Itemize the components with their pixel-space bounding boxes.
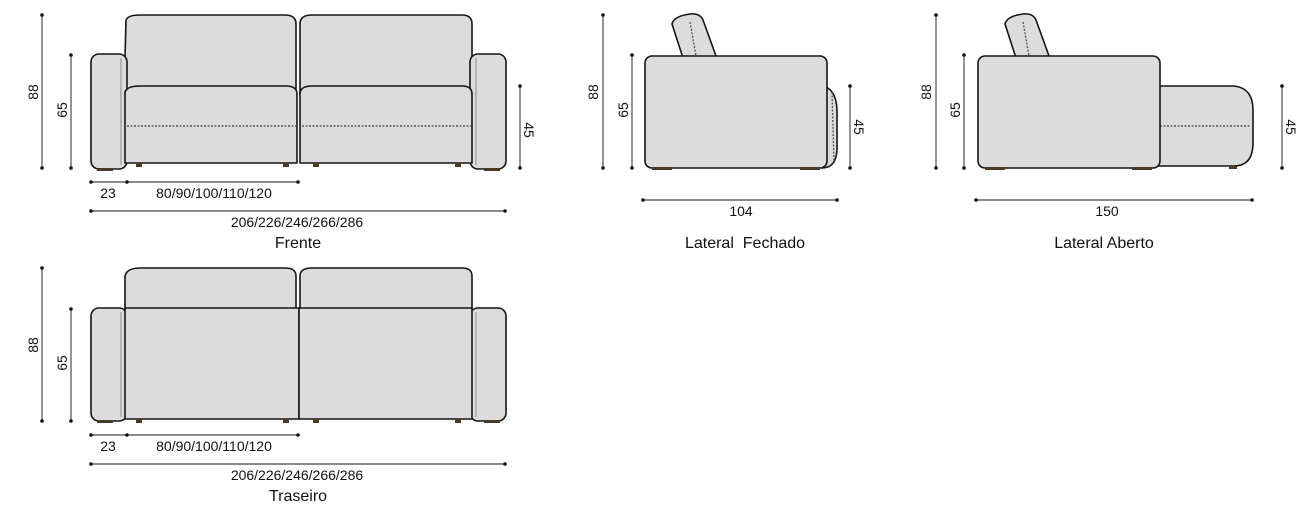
front-seat-width-label: 80/90/100/110/120	[156, 185, 272, 201]
back-arm-right	[469, 307, 507, 422]
back-foot	[97, 420, 113, 423]
side-closed-headrest	[671, 13, 717, 59]
front-seat-cushion-right	[299, 85, 473, 164]
back-foot	[455, 419, 461, 423]
front-height-seat-label: 45	[521, 122, 537, 138]
front-seat-cushion-left	[124, 85, 298, 164]
front-arm-right	[469, 53, 507, 170]
back-height-total-label: 88	[25, 337, 41, 353]
back-foot	[283, 419, 289, 423]
back-panel-right	[298, 307, 473, 420]
back-foot	[136, 419, 142, 423]
side-open-height-back-label: 65	[947, 102, 963, 118]
front-back-cushion-right	[299, 14, 473, 96]
back-panel-left	[124, 307, 300, 420]
side-closed-height-total-label: 88	[585, 84, 601, 100]
side-closed-depth-label: 104	[729, 203, 753, 219]
front-foot	[136, 163, 142, 167]
side-open-foot	[1132, 167, 1152, 170]
back-view: 88 65 23 80/90/100/110/120 206/226/246/2…	[25, 266, 507, 505]
side-open-headrest	[1004, 13, 1050, 59]
back-seat-width-label: 80/90/100/110/120	[156, 438, 272, 454]
side-open-caption: Lateral Aberto	[1054, 235, 1154, 252]
front-height-total-label: 88	[25, 84, 41, 100]
side-closed-body	[644, 55, 828, 169]
side-closed-foot	[800, 167, 820, 170]
side-open-height-total-label: 88	[918, 84, 934, 100]
back-total-width-label: 206/226/246/266/286	[231, 467, 364, 483]
front-foot	[283, 163, 289, 167]
front-foot	[313, 163, 319, 167]
front-foot	[484, 168, 500, 171]
back-caption: Traseiro	[269, 488, 327, 505]
front-caption: Frente	[275, 235, 321, 252]
back-top-cushion-right	[299, 267, 473, 313]
side-closed-caption: Lateral Fechado	[685, 235, 805, 252]
front-back-cushion-left	[123, 14, 297, 96]
front-arm-left	[90, 53, 128, 170]
side-open-foot	[985, 167, 1005, 170]
side-open-height-seat-label: 45	[1283, 119, 1299, 135]
back-height-back-label: 65	[54, 355, 70, 371]
back-arm-width-label: 23	[100, 438, 116, 454]
front-foot	[97, 168, 113, 171]
front-arm-width-label: 23	[100, 185, 116, 201]
side-closed-height-seat-label: 45	[851, 119, 867, 135]
side-open-view: 88 65 45 150 Lateral Aberto	[918, 13, 1299, 252]
side-closed-view: 88 65 45 104 Lateral Fechado	[585, 13, 867, 252]
back-top-cushion-left	[124, 267, 297, 313]
front-view: 88 65 45 23 80/90/100/110/120 206/226/24…	[25, 13, 537, 252]
side-open-foot	[1229, 166, 1237, 169]
side-open-body	[977, 55, 1161, 169]
back-arm-left	[90, 307, 128, 422]
front-total-width-label: 206/226/246/266/286	[231, 214, 364, 230]
side-open-depth-label: 150	[1095, 203, 1119, 219]
back-foot	[484, 420, 500, 423]
side-closed-height-back-label: 65	[615, 102, 631, 118]
side-closed-foot	[652, 167, 672, 170]
front-height-back-label: 65	[54, 102, 70, 118]
back-foot	[313, 419, 319, 423]
front-foot	[455, 163, 461, 167]
